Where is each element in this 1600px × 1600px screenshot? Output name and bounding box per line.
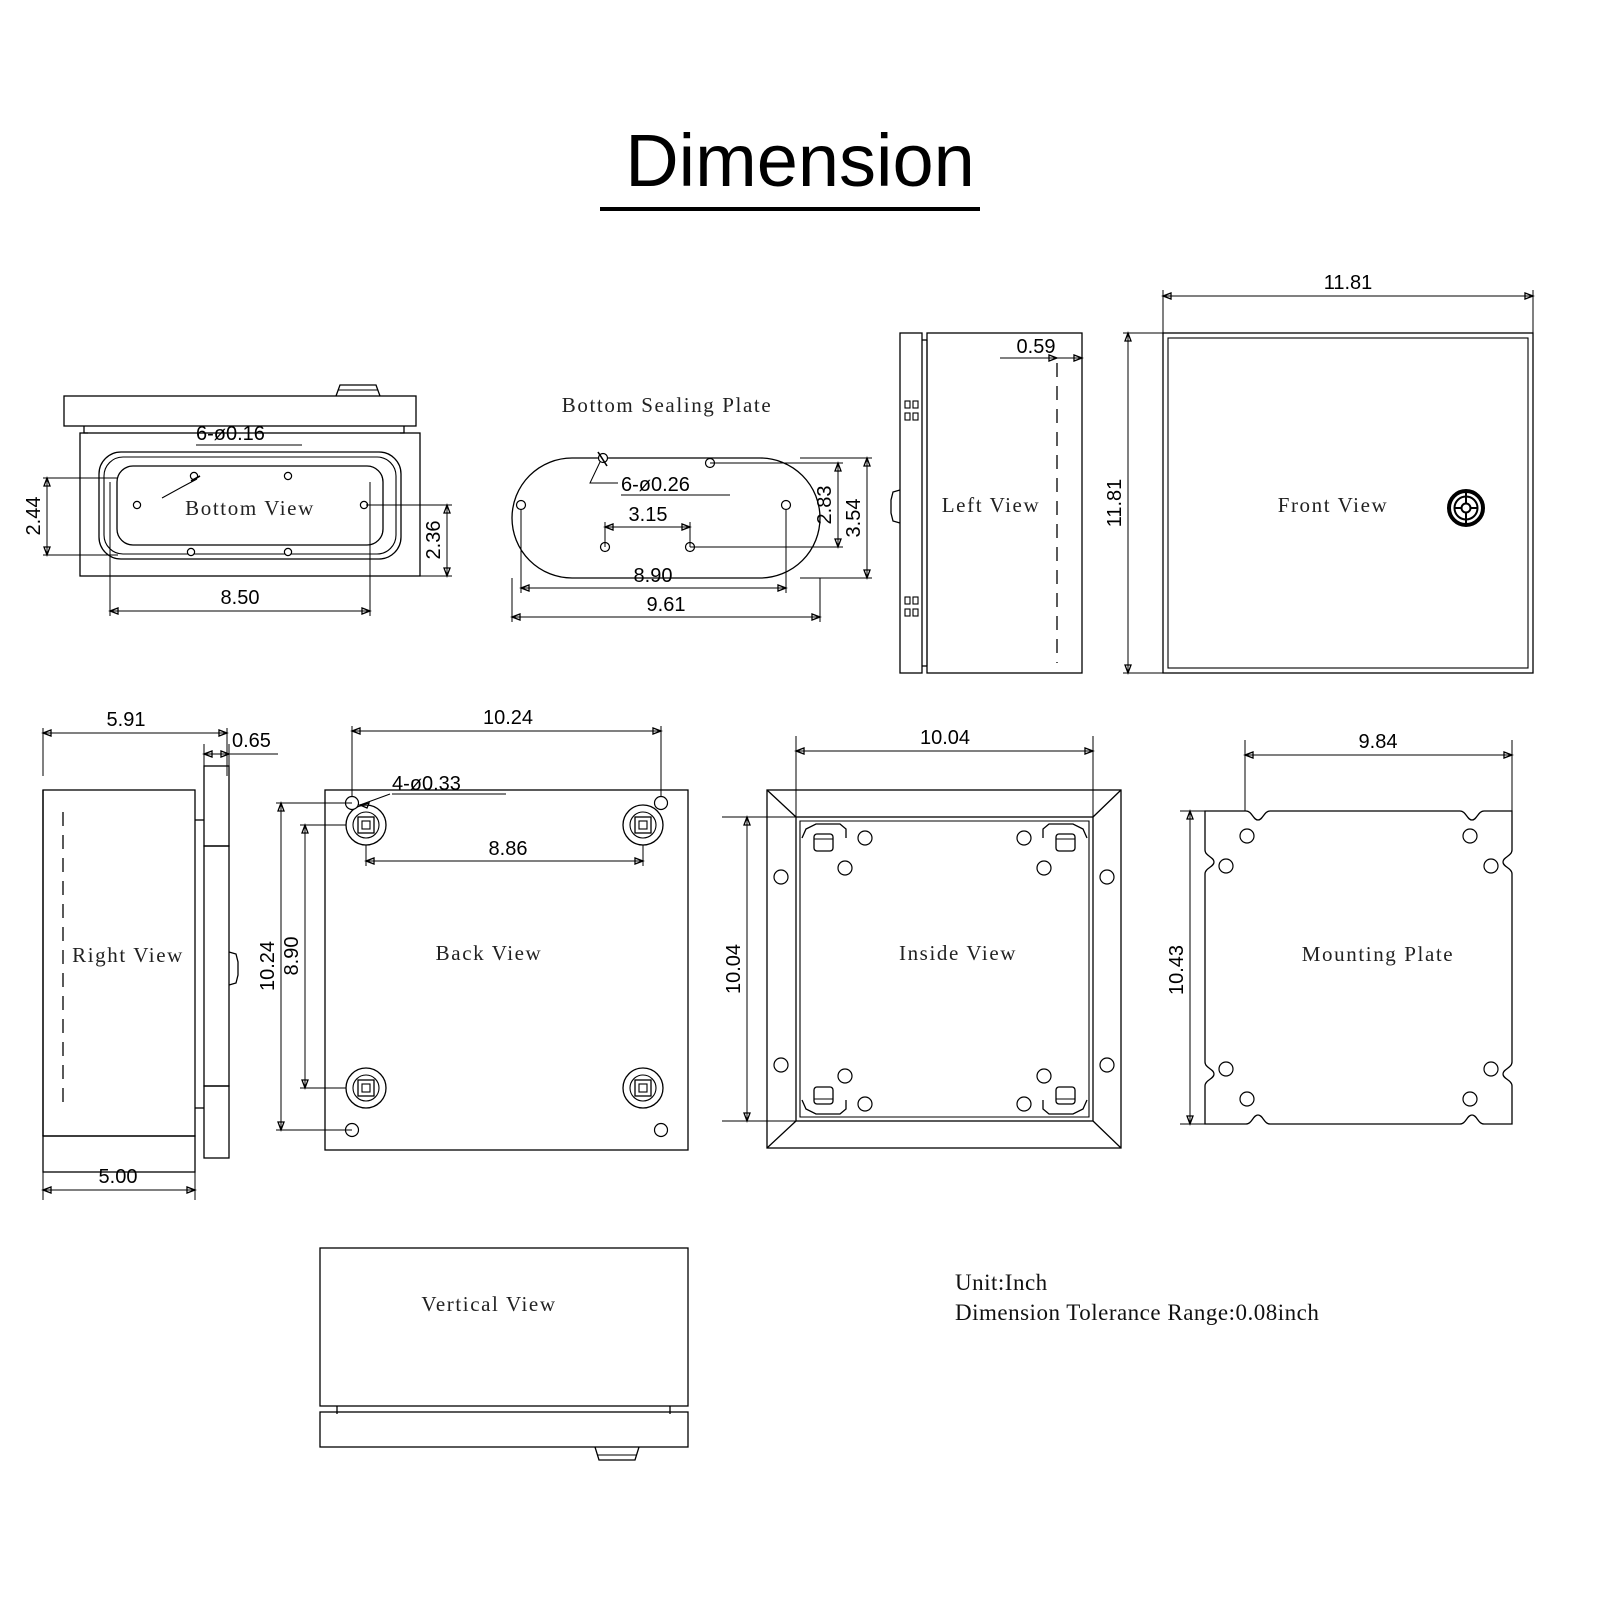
sealing-plate-inner-span-dim: 3.15: [629, 504, 668, 526]
front-view-width-dim: 11.81: [1324, 272, 1373, 294]
back-view-width-dim: 10.24: [483, 707, 533, 729]
inside-view-width-dim: 10.04: [920, 727, 970, 749]
inside-view-corner-boss: [1042, 823, 1088, 852]
bottom-view-hole-callout: 6-ø0.16: [196, 423, 265, 445]
bottom-view: 6-ø0.16 2.44 2.36 8.50 Bottom View: [23, 384, 452, 616]
back-view-boss-span-h-dim: 8.86: [489, 838, 528, 860]
back-view: 10.24 4-ø0.33 8.86 10.24: [257, 707, 689, 1151]
left-view-label: Left View: [942, 493, 1040, 517]
inside-view-corner-boss: [801, 823, 847, 852]
inside-view-corner-boss: [801, 1086, 847, 1115]
right-view: 5.91 0.65: [41, 709, 278, 1200]
bottom-sealing-plate-label: Bottom Sealing Plate: [562, 393, 773, 417]
bottom-view-height-dim: 2.44: [23, 497, 45, 536]
back-view-boss: [622, 804, 664, 846]
bottom-view-label: Bottom View: [185, 496, 315, 520]
front-view-height-dim: 11.81: [1104, 479, 1126, 528]
vertical-view-label: Vertical View: [421, 1292, 556, 1316]
mounting-plate-height-dim: 10.43: [1166, 945, 1188, 995]
inside-view: 10.04 10.04 Inside View: [722, 727, 1122, 1149]
mounting-plate-label: Mounting Plate: [1302, 942, 1454, 966]
mounting-plate-view: 9.84 10.43 Mounting Plate: [1166, 731, 1514, 1126]
bottom-view-depth-dim: 2.36: [423, 521, 445, 560]
back-view-boss-span-v-dim: 8.90: [281, 937, 303, 976]
inside-view-label: Inside View: [899, 941, 1017, 965]
sealing-plate-hole-span-dim: 8.90: [634, 565, 673, 587]
note-tolerance: Dimension Tolerance Range:0.08inch: [955, 1300, 1319, 1325]
back-view-boss: [622, 1067, 664, 1109]
right-view-bottom-width-dim: 5.00: [99, 1166, 138, 1188]
inside-view-height-dim: 10.04: [723, 944, 745, 994]
back-view-hole-callout: 4-ø0.33: [392, 773, 461, 795]
bottom-sealing-plate-view: Bottom Sealing Plate 6-ø0.26 3.15: [510, 393, 872, 622]
sealing-plate-height-dim: 3.54: [843, 499, 865, 538]
mounting-plate-width-dim: 9.84: [1359, 731, 1398, 753]
back-view-height-dim: 10.24: [257, 941, 279, 991]
title-underline: [600, 207, 980, 211]
vertical-view: Vertical View: [319, 1247, 689, 1461]
right-view-top-width-dim: 5.91: [107, 709, 146, 731]
sealing-plate-width-dim: 9.61: [647, 594, 686, 616]
note-unit: Unit:Inch: [955, 1270, 1048, 1295]
sealing-plate-hole-callout: 6-ø0.26: [621, 474, 690, 496]
back-view-boss: [345, 804, 387, 846]
right-view-label: Right View: [72, 943, 184, 967]
page-title: Dimension: [625, 119, 975, 202]
sealing-plate-hole-height-dim: 2.83: [814, 486, 836, 525]
front-view: 11.81 11.81 Front View: [1104, 272, 1535, 675]
cam-lock-icon: [1447, 489, 1485, 527]
notes-block: Unit:Inch Dimension Tolerance Range:0.08…: [955, 1270, 1319, 1325]
left-view-offset-dim: 0.59: [1017, 336, 1056, 358]
bottom-view-width-dim: 8.50: [221, 587, 260, 609]
left-view: 0.59 Left View: [890, 332, 1084, 674]
inside-view-corner-boss: [1042, 1086, 1088, 1115]
front-view-label: Front View: [1278, 493, 1389, 517]
back-view-label: Back View: [436, 941, 543, 965]
back-view-boss: [345, 1067, 387, 1109]
right-view-door-thickness-dim: 0.65: [232, 730, 271, 752]
